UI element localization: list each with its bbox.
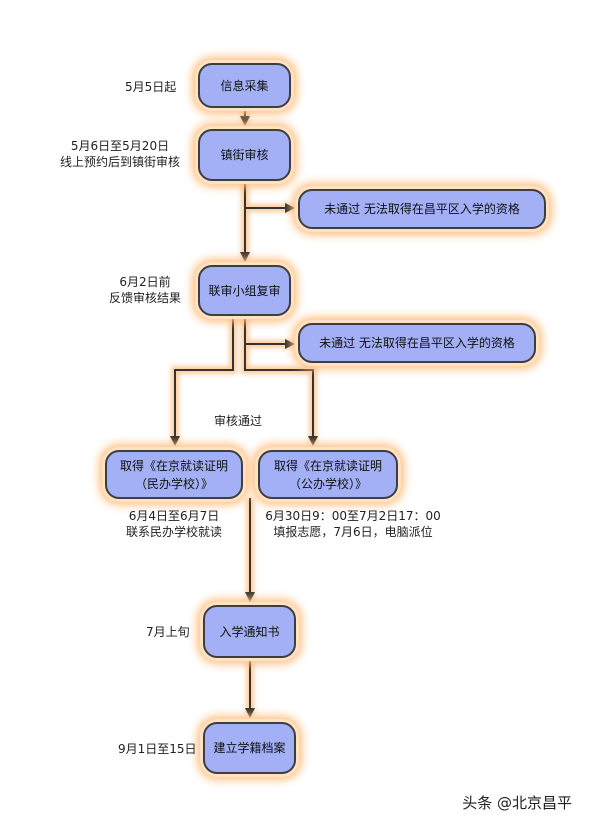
label-may6-20: 5月6日至5月20日线上预约后到镇街审核 xyxy=(59,139,180,169)
label-sep: 9月1日至15日 xyxy=(118,742,197,756)
watermark: 头条 @北京昌平 xyxy=(462,794,572,812)
node-fail-joint: 未通过 无法取得在昌平区入学的资格 xyxy=(298,323,536,363)
label-jun4-7: 6月4日至6月7日联系民办学校就读 xyxy=(125,509,222,539)
label-may5: 5月5日起 xyxy=(125,80,177,94)
label-july: 7月上旬 xyxy=(146,625,190,639)
node-joint-review: 联审小组复审 xyxy=(198,265,291,316)
node-street-review: 镇街审核 xyxy=(198,129,291,181)
node-info-collection: 信息采集 xyxy=(198,63,291,108)
node-fail-street: 未通过 无法取得在昌平区入学的资格 xyxy=(298,189,546,229)
arrow-joint-to-private xyxy=(170,316,234,446)
node-public-school-cert: 取得《在京就读证明（公办学校）》 xyxy=(258,450,398,499)
node-enrollment-record: 建立学籍档案 xyxy=(203,722,296,774)
arrow-joint-to-public xyxy=(244,344,318,446)
node-admission-notice: 入学通知书 xyxy=(203,605,296,658)
label-jun2: 6月2日前反馈审核结果 xyxy=(108,275,181,305)
arrow-joint-fail xyxy=(244,316,295,349)
node-private-school-cert: 取得《在京就读证明（民办学校）》 xyxy=(105,450,243,499)
label-review-passed: 审核通过 xyxy=(214,414,263,428)
